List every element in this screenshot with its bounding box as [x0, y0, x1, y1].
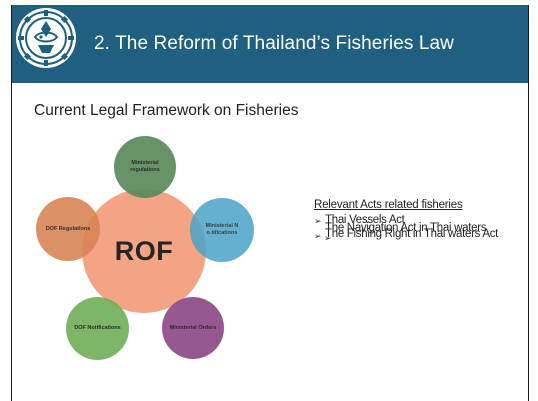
acts-heading: Relevant Acts related fisheries [314, 199, 463, 211]
bullet-icon: ➢ [324, 233, 332, 243]
node-label: DOF Notifications [74, 325, 121, 331]
node-dof-notifications: DOF Notifications [66, 297, 129, 360]
acts-list: ➢ ➢ ➢ Thai Vessels Act The Navigation Ac… [314, 211, 514, 251]
bullet-icon: ➢ [314, 231, 322, 241]
rof-label: ROF [114, 235, 174, 266]
node-label: Ministerial regulations [130, 160, 160, 173]
relevant-acts-block: Relevant Acts related fisheries ➢ ➢ ➢ Th… [314, 199, 514, 251]
node-label: DOF Regulations [45, 225, 91, 232]
rof-center-circle: ROF [82, 189, 206, 313]
node-label: Ministerial N o tifications [205, 223, 239, 236]
act-item: The Navigation Act in Thai waters [325, 222, 487, 234]
framework-diagram: ROF Ministerial regulations Ministerial … [12, 125, 282, 395]
node-label: Ministerial Orders [169, 324, 217, 331]
node-ministerial-notifications: Ministerial N o tifications [190, 198, 254, 262]
node-ministerial-regulations: Ministerial regulations [114, 136, 176, 198]
department-logo-icon [16, 8, 76, 68]
slide-title: 2. The Reform of Thailand’s Fisheries La… [94, 33, 454, 54]
act-item: The Fishing Right in Thai waters Act [325, 228, 499, 240]
node-ministerial-orders: Ministerial Orders [162, 297, 224, 359]
slide: 2. The Reform of Thailand’s Fisheries La… [11, 5, 529, 401]
slide-header: 2. The Reform of Thailand’s Fisheries La… [12, 5, 528, 83]
section-subtitle: Current Legal Framework on Fisheries [34, 102, 299, 119]
node-dof-regulations: DOF Regulations [36, 197, 100, 261]
bullet-icon: ➢ [314, 216, 322, 226]
act-item: Thai Vessels Act [325, 214, 405, 226]
